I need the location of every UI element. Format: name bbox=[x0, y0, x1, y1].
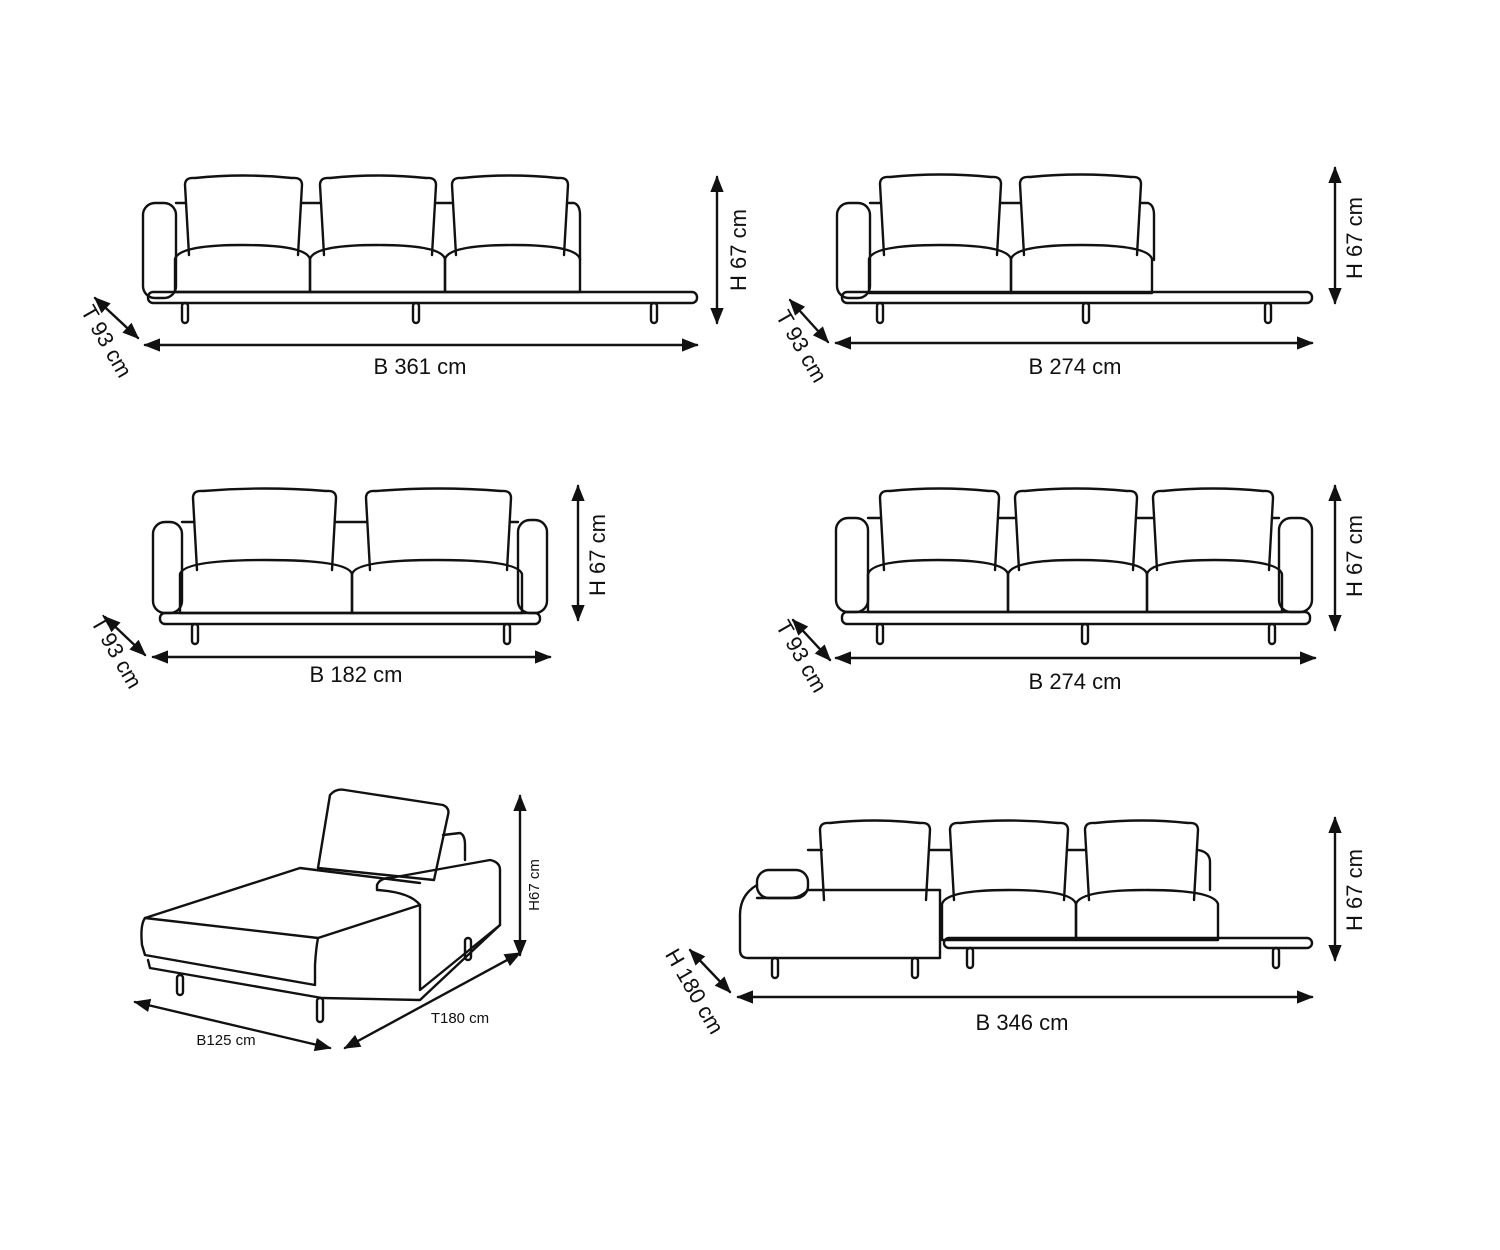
height-label-5: H67 cm bbox=[526, 859, 543, 911]
width-label-6: B 346 cm bbox=[976, 1010, 1069, 1035]
base-platform bbox=[158, 611, 542, 626]
base-platform bbox=[942, 936, 1314, 950]
back-cushion bbox=[878, 487, 1001, 572]
left-armrest bbox=[835, 201, 872, 300]
backrest bbox=[806, 848, 1212, 892]
right-armrest bbox=[1277, 516, 1314, 614]
depth-label-1: T 93 cm bbox=[76, 301, 137, 382]
seat-cushion bbox=[173, 243, 312, 294]
seat-cushion bbox=[350, 558, 524, 615]
leg bbox=[965, 946, 975, 970]
leg bbox=[770, 956, 780, 980]
depth-arrow bbox=[788, 298, 830, 344]
depth-label-5: T180 cm bbox=[431, 1010, 489, 1027]
back-cushion bbox=[1018, 173, 1143, 257]
backrest bbox=[174, 201, 582, 262]
back-cushion bbox=[1083, 819, 1200, 902]
leg bbox=[411, 301, 421, 325]
width-label-5: B125 cm bbox=[196, 1032, 255, 1049]
left-armrest bbox=[834, 516, 870, 614]
height-label-2: H 67 cm bbox=[1342, 197, 1367, 279]
back-cushion bbox=[818, 819, 932, 902]
leg bbox=[502, 622, 512, 646]
leg bbox=[190, 622, 200, 646]
chaise-backrest bbox=[441, 831, 467, 862]
leg bbox=[463, 936, 473, 962]
leg bbox=[1271, 946, 1281, 970]
leg bbox=[180, 301, 190, 325]
width-arrow bbox=[133, 998, 332, 1052]
back-cushion bbox=[364, 487, 513, 572]
chaise-seat-edge bbox=[316, 903, 422, 940]
base-platform bbox=[146, 290, 699, 305]
depth-label-2: T 93 cm bbox=[771, 306, 832, 387]
depth-arrow bbox=[93, 296, 140, 340]
leg bbox=[1080, 622, 1090, 646]
depth-arrow bbox=[791, 618, 832, 662]
base-platform bbox=[840, 290, 1314, 305]
left-armrest bbox=[755, 868, 810, 900]
seat-cushion bbox=[1009, 243, 1154, 295]
height-label-1: H 67 cm bbox=[726, 209, 751, 291]
height-label-3: H 67 cm bbox=[585, 514, 610, 596]
backrest bbox=[868, 201, 1156, 262]
width-label-2: B 274 cm bbox=[1029, 354, 1122, 379]
width-label-4: B 274 cm bbox=[1029, 669, 1122, 694]
back-cushion bbox=[191, 487, 338, 572]
back-cushion bbox=[948, 819, 1070, 902]
leg bbox=[875, 301, 885, 325]
seat-cushion bbox=[443, 243, 582, 294]
leg bbox=[1081, 301, 1091, 325]
width-label-3: B 182 cm bbox=[310, 662, 403, 687]
leg bbox=[315, 996, 325, 1024]
back-cushion bbox=[318, 174, 438, 257]
back-cushion bbox=[1151, 487, 1275, 572]
chaise-armrest bbox=[375, 858, 502, 992]
back-cushion bbox=[1013, 487, 1139, 572]
depth-label-6: H 180 cm bbox=[660, 944, 729, 1038]
leg bbox=[175, 973, 185, 997]
chaise-top-edge bbox=[143, 866, 422, 920]
seat-cushion bbox=[308, 243, 447, 294]
back-cushion bbox=[183, 174, 304, 257]
leg bbox=[875, 622, 885, 646]
back-cushion bbox=[450, 174, 570, 257]
seat-cushion bbox=[1006, 558, 1149, 614]
height-label-6: H 67 cm bbox=[1342, 849, 1367, 931]
chaise-front bbox=[140, 916, 320, 987]
seat-cushion bbox=[866, 558, 1010, 614]
depth-arrow bbox=[103, 615, 147, 657]
base-platform bbox=[840, 610, 1312, 626]
back-cushion bbox=[878, 173, 1003, 257]
chaise-back-cushion bbox=[316, 788, 450, 882]
depth-arrow bbox=[688, 948, 732, 994]
leg bbox=[649, 301, 659, 325]
width-label-1: B 361 cm bbox=[374, 354, 467, 379]
left-armrest bbox=[141, 201, 178, 300]
height-label-4: H 67 cm bbox=[1342, 515, 1367, 597]
seat-cushion bbox=[1145, 558, 1284, 614]
leg bbox=[1267, 622, 1277, 646]
depth-label-3: T 93 cm bbox=[86, 612, 147, 693]
left-armrest bbox=[151, 520, 184, 615]
seat-cushion bbox=[940, 888, 1078, 942]
leg bbox=[910, 956, 920, 980]
leg bbox=[1263, 301, 1273, 325]
seat-cushion bbox=[867, 243, 1013, 295]
seat-cushion bbox=[178, 558, 354, 615]
seat-cushion bbox=[1074, 888, 1220, 942]
chaise-section bbox=[738, 883, 942, 960]
depth-arrow bbox=[343, 951, 522, 1050]
